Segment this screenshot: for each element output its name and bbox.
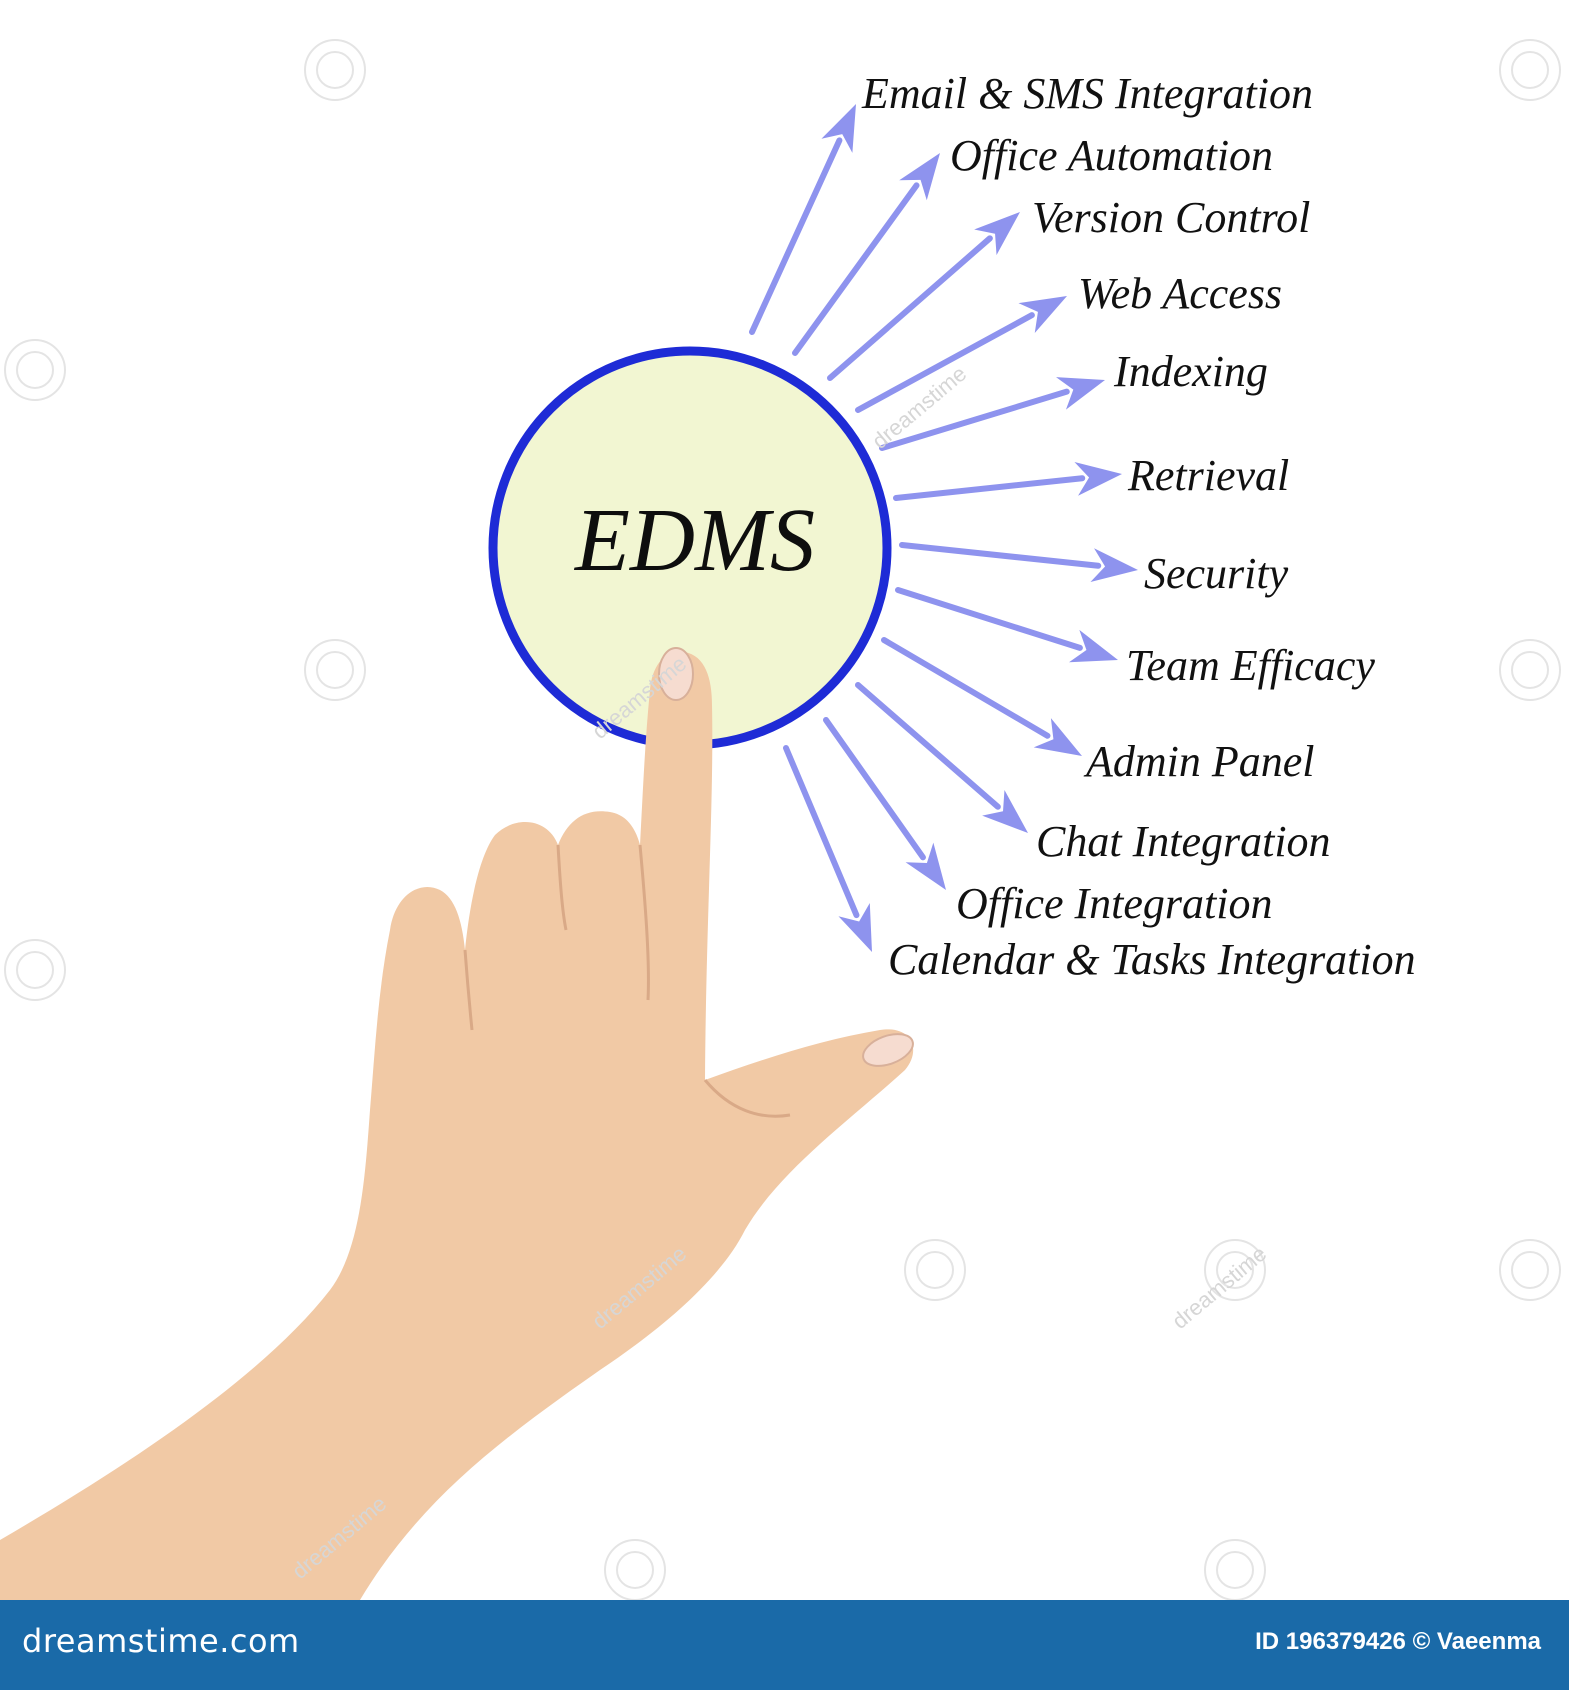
arrow-line [855, 682, 1001, 810]
item-label: Admin Panel [1083, 737, 1315, 786]
arrow-line [895, 587, 1083, 651]
thumb-fingernail [862, 1033, 914, 1067]
hand-palm-shape [0, 651, 914, 1600]
arrow-line [855, 312, 1035, 413]
item-label: Office Integration [956, 879, 1273, 928]
arrow-line [899, 542, 1102, 569]
item-label: Security [1144, 549, 1289, 598]
arrow-line [881, 637, 1051, 739]
finger-crease [638, 844, 650, 1001]
arrow-line [823, 717, 926, 861]
item-label: Web Access [1078, 269, 1282, 318]
arrow-head [1018, 296, 1067, 333]
arrow-head [1074, 461, 1122, 496]
item-label: Office Automation [950, 131, 1273, 180]
arrow-group [749, 104, 1138, 952]
item-label: Calendar & Tasks Integration [888, 935, 1416, 984]
svg-text:dreamstime: dreamstime [1167, 1241, 1271, 1334]
arrow-head [821, 104, 856, 153]
thumb-crease [703, 1079, 791, 1118]
arrow-line [792, 182, 920, 356]
arrow-line [893, 475, 1086, 501]
arrow-line [827, 235, 993, 381]
arrow-line [783, 745, 860, 919]
footer-brand: dreamstime.com [22, 1622, 300, 1660]
pointing-hand-icon [0, 647, 914, 1600]
arrow-line [749, 137, 843, 335]
arrow-head [982, 789, 1028, 833]
item-label: Chat Integration [1036, 817, 1331, 866]
arrow-head [838, 903, 872, 952]
arrow-head [1090, 548, 1138, 583]
item-label: Version Control [1032, 193, 1310, 242]
watermark-footer-bar: dreamstime.com ID 196379426 © Vaeenma [0, 1600, 1569, 1690]
edms-node: EDMS [488, 346, 892, 750]
arrow-head [1069, 629, 1118, 663]
item-label: Retrieval [1127, 451, 1289, 500]
arrow-head [974, 212, 1020, 256]
arrow-head [1056, 377, 1105, 410]
footer-credit: ID 196379426 © Vaeenma [1255, 1628, 1541, 1655]
item-label: Indexing [1113, 347, 1268, 396]
finger-crease [463, 949, 474, 1031]
finger-crease [556, 844, 568, 931]
item-label: Email & SMS Integration [861, 69, 1313, 118]
index-fingernail [658, 647, 694, 701]
arrow-head [905, 842, 946, 890]
arrow-head [899, 153, 940, 201]
center-label: EDMS [573, 491, 815, 590]
arrow-line [879, 388, 1070, 451]
arrow-head [1033, 718, 1082, 756]
item-label: Team Efficacy [1126, 641, 1375, 690]
